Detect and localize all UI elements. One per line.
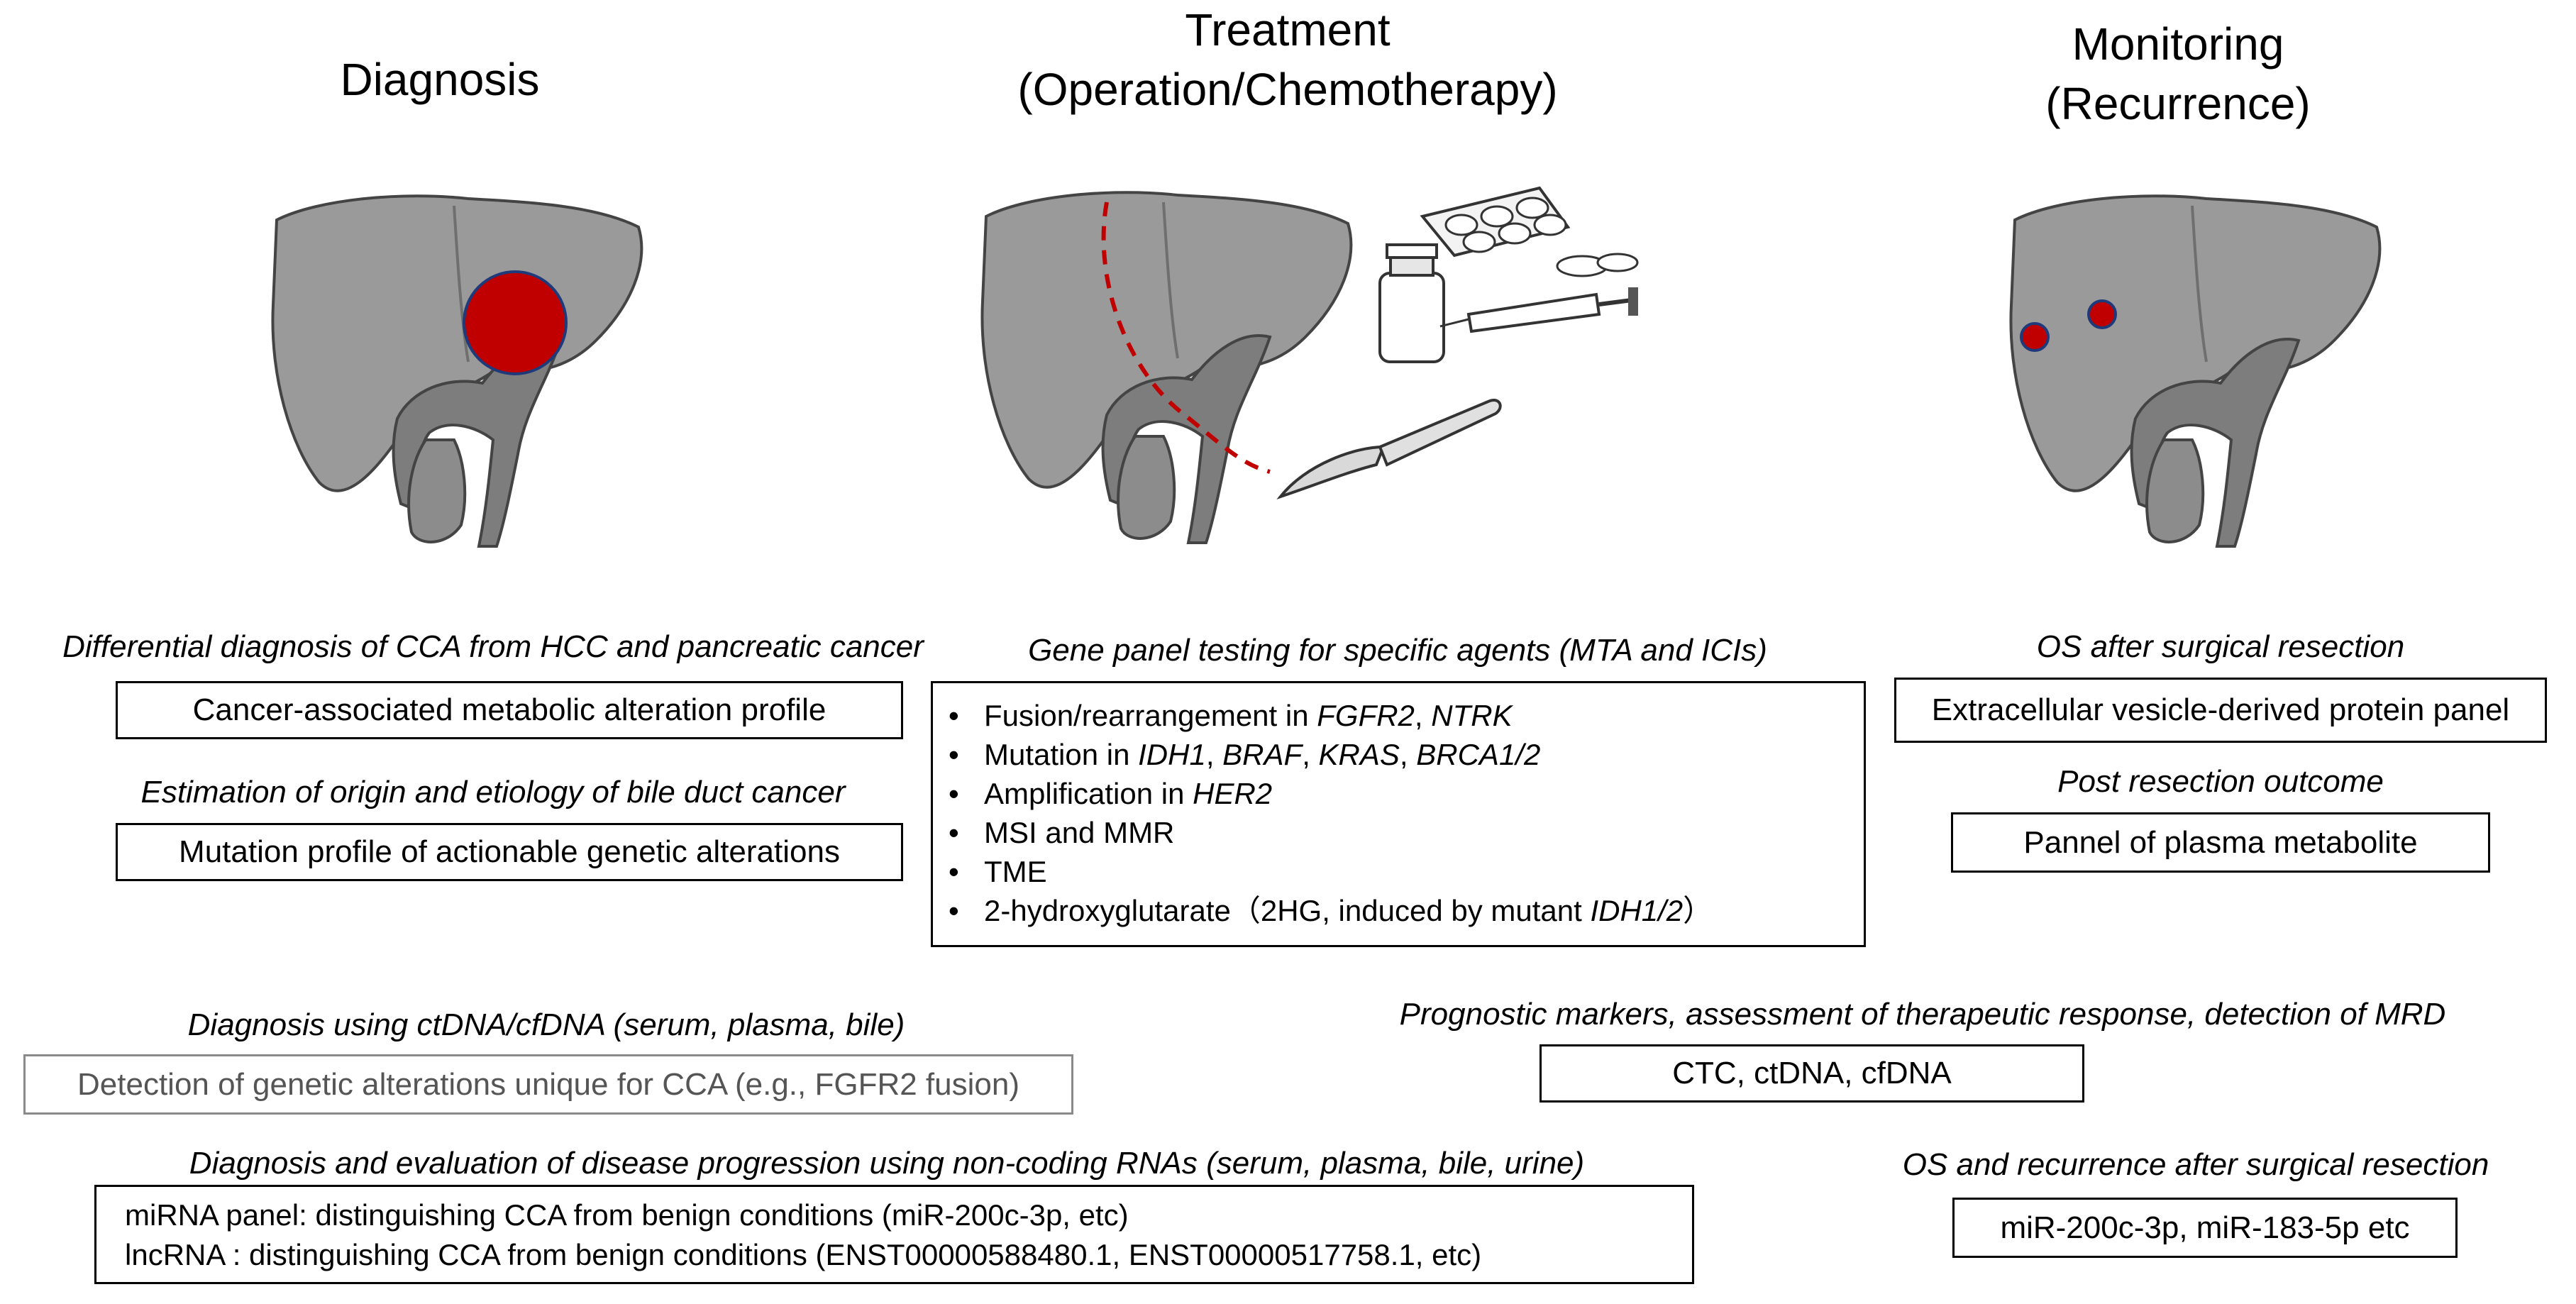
genetic-alteration-detection-box: Detection of genetic alterations unique …: [23, 1054, 1073, 1115]
recurrence-caption: OS and recurrence after surgical resecti…: [1902, 1147, 2489, 1182]
mutation-profile-box: Mutation profile of actionable genetic a…: [116, 823, 903, 881]
bile-duct-shape: [1101, 334, 1272, 544]
liver-monitoring-illustration: [2009, 194, 2382, 548]
lncrna-panel-line: lncRNA : distinguishing CCA from benign …: [125, 1238, 1482, 1271]
diagnosis-title: Diagnosis: [340, 54, 540, 105]
metabolic-profile-box: Cancer-associated metabolic alteration p…: [116, 681, 903, 739]
diagnosis-caption-differential: Differential diagnosis of CCA from HCC a…: [62, 629, 924, 664]
ctc-ctdna-cfdna-box: CTC, ctDNA, cfDNA: [1539, 1044, 2084, 1103]
scalpel-icon: [1276, 399, 1502, 499]
gene-panel-box: Fusion/rearrangement in FGFR2, NTRK Muta…: [931, 681, 1866, 947]
gene-panel-caption: Gene panel testing for specific agents (…: [1028, 633, 1767, 668]
liver-diagnosis-illustration: [271, 194, 643, 548]
list-item: Mutation in IDH1, BRAF, KRAS, BRCA1/2: [949, 735, 1864, 774]
noncoding-rna-box: miRNA panel: distinguishing CCA from ben…: [94, 1185, 1694, 1284]
treatment-title: Treatment (Operation/Chemotherapy): [1017, 4, 1558, 115]
tumor-mass: [463, 270, 568, 375]
ev-protein-panel-box: Extracellular vesicle-derived protein pa…: [1894, 678, 2547, 743]
noncoding-rna-caption: Diagnosis and evaluation of disease prog…: [189, 1146, 1585, 1181]
pill-blister-icon: [1420, 186, 1639, 277]
liver-shape: [2009, 194, 2382, 492]
liver-treatment-illustration: [980, 186, 1639, 544]
list-item: TME: [949, 852, 1864, 891]
recurrence-lesion: [2020, 322, 2050, 352]
list-item: MSI and MMR: [949, 813, 1864, 852]
gene-panel-list: Fusion/rearrangement in FGFR2, NTRK Muta…: [949, 696, 1864, 930]
plasma-metabolite-box: Pannel of plasma metabolite: [1951, 812, 2490, 873]
recurrence-lesion: [2087, 299, 2117, 329]
list-item: Fusion/rearrangement in FGFR2, NTRK: [949, 696, 1864, 735]
bile-duct-shape: [2130, 338, 2301, 548]
medicine-vial-icon: [1378, 243, 1445, 363]
list-item: 2-hydroxyglutarate（2HG, induced by mutan…: [949, 891, 1864, 930]
list-item: Amplification in HER2: [949, 774, 1864, 813]
liver-shape: [271, 194, 643, 492]
prognostic-caption: Prognostic markers, assessment of therap…: [1399, 997, 2446, 1032]
monitoring-title: Monitoring (Recurrence): [2045, 18, 2311, 129]
mirna-panel-line: miRNA panel: distinguishing CCA from ben…: [125, 1198, 1129, 1232]
monitoring-caption-os: OS after surgical resection: [2036, 629, 2405, 664]
ctdna-caption: Diagnosis using ctDNA/cfDNA (serum, plas…: [187, 1007, 905, 1042]
monitoring-caption-outcome: Post resection outcome: [2057, 764, 2384, 799]
mirna-recurrence-box: miR-200c-3p, miR-183-5p etc: [1952, 1198, 2458, 1258]
liver-shape: [980, 191, 1353, 489]
syringe-icon: [1439, 287, 1638, 333]
diagnosis-caption-origin: Estimation of origin and etiology of bil…: [140, 775, 846, 810]
